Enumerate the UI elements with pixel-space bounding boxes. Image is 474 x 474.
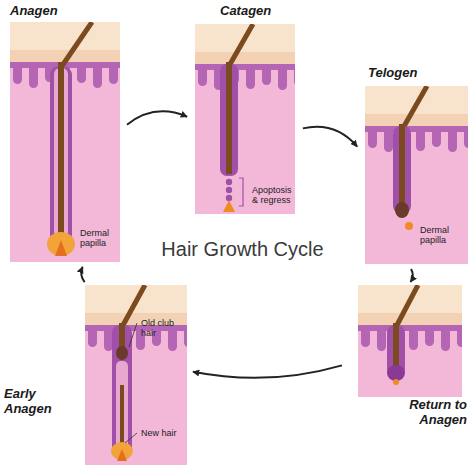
part-label: Apoptosis & regress: [252, 185, 298, 206]
cycle-arrow: [303, 127, 357, 147]
stage-name: Return to Anagen: [367, 398, 467, 428]
stage-panel: CatagenApoptosis & regress: [190, 2, 300, 216]
stage-name: Anagen: [10, 4, 90, 19]
part-label: Dermal papilla: [80, 228, 122, 249]
cycle-arrow: [193, 365, 342, 378]
stage-name: Telogen: [368, 66, 458, 81]
stage-panel: Early Anagen Old club hairNew hair: [4, 285, 190, 467]
stage-name: Early Anagen: [4, 387, 70, 417]
part-label: New hair: [141, 428, 189, 438]
part-label: Dermal papilla: [420, 225, 468, 246]
part-label: Old club hair: [141, 318, 189, 339]
diagram-title: Hair Growth Cycle: [150, 237, 335, 261]
cycle-arrow: [127, 111, 187, 124]
stage-panel: Return to Anagen: [345, 285, 470, 440]
cycle-arrow: [81, 267, 84, 282]
stage-name: Catagen: [220, 4, 298, 19]
cycle-arrow: [411, 269, 413, 282]
stage-panel: AnagenDermal papilla: [6, 2, 124, 264]
stage-panel: TelogenDermal papilla: [360, 66, 470, 266]
